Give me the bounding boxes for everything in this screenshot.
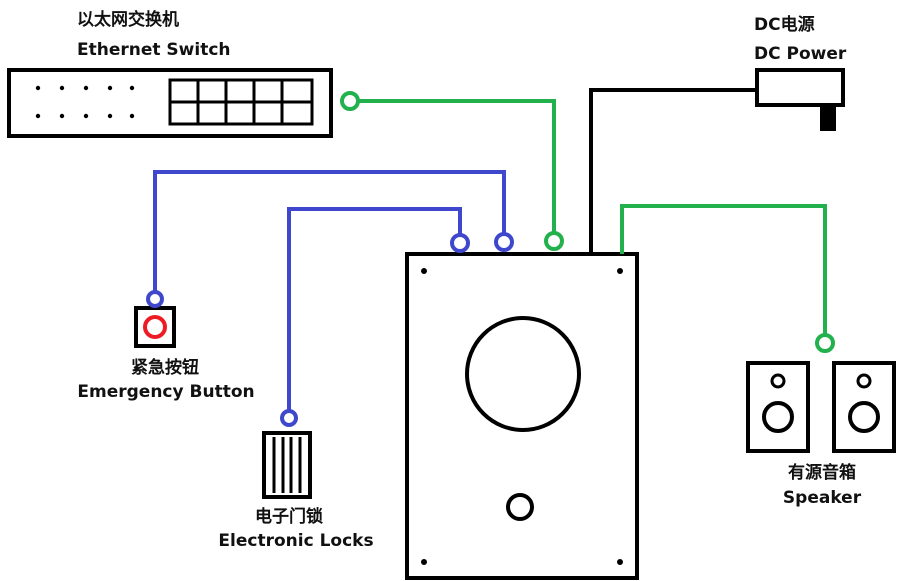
speaker-label-cn: 有源音箱 — [788, 462, 856, 483]
lock-label-cn: 电子门锁 — [255, 506, 323, 527]
power-wire — [589, 88, 757, 254]
switch-label-cn: 以太网交换机 — [77, 9, 179, 30]
power-label-cn: DC电源 — [754, 14, 815, 35]
speaker-ring — [815, 333, 835, 353]
dc-power-adapter — [755, 68, 845, 131]
ethernet-switch — [7, 68, 333, 138]
lock-wire — [287, 207, 462, 412]
speaker-left — [746, 361, 810, 453]
panel-ethernet-ring — [544, 231, 564, 251]
button-ring — [146, 290, 164, 308]
button-label-en: Emergency Button — [77, 382, 254, 402]
emergency-button — [134, 306, 176, 348]
panel-lock-ring — [450, 233, 470, 253]
ethernet-wire — [346, 99, 556, 235]
switch-port-ring — [340, 91, 360, 111]
power-label-en: DC Power — [754, 44, 847, 64]
intercom-panel — [405, 252, 639, 580]
switch-label-en: Ethernet Switch — [77, 40, 231, 60]
lock-ring — [280, 409, 298, 427]
speaker-wire — [620, 204, 827, 337]
speaker-label-en: Speaker — [783, 488, 862, 508]
button-label-cn: 紧急按钮 — [131, 357, 199, 378]
lock-label-en: Electronic Locks — [218, 531, 373, 551]
button-wire — [153, 170, 506, 293]
electronic-lock — [262, 431, 312, 499]
panel-button-ring — [494, 232, 514, 252]
speaker-right — [832, 361, 896, 453]
